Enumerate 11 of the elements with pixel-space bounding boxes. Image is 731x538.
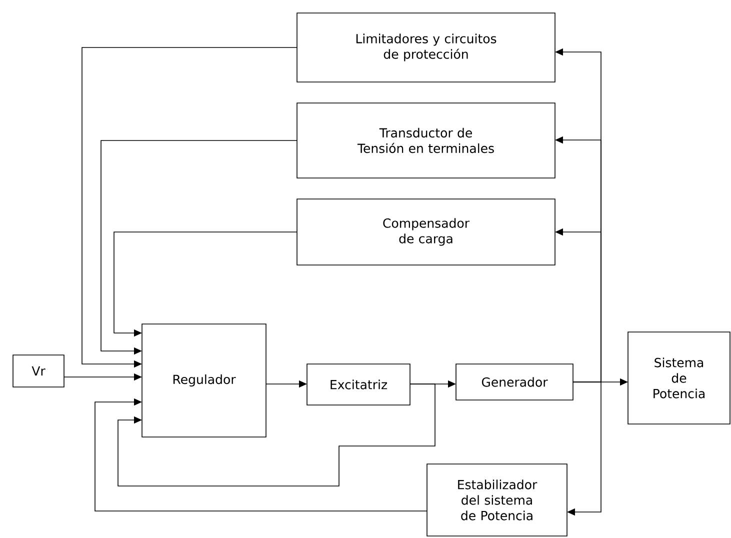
block-box: Estabilizador del sistema de Potencia bbox=[426, 464, 568, 536]
block-box: Compensador de carga bbox=[296, 198, 556, 266]
block-box: Transductor de Tensión en terminales bbox=[296, 102, 556, 178]
regulator-box: Regulador bbox=[142, 324, 266, 438]
block-box: Limitadores y circuitos de protección bbox=[296, 12, 556, 82]
block-box: Sistema de Potencia bbox=[628, 332, 730, 424]
block-box: Vr bbox=[12, 354, 64, 388]
block-box: Excitatriz bbox=[306, 364, 410, 406]
block-box: Generador bbox=[456, 364, 574, 400]
arrow bbox=[94, 398, 428, 512]
arrow bbox=[118, 384, 436, 486]
